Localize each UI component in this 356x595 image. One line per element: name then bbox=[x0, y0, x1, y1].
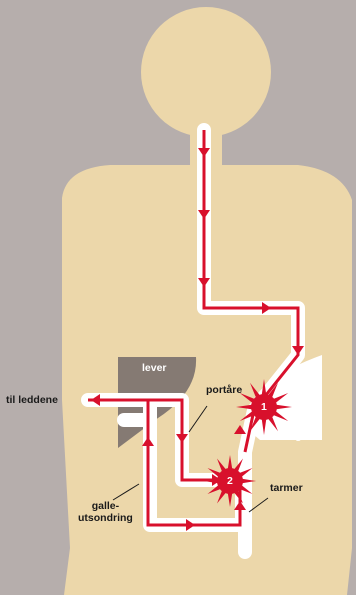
portal-vein-label: portåre bbox=[206, 384, 242, 396]
liver-label: lever bbox=[142, 362, 167, 374]
marker-1-number: 1 bbox=[261, 401, 267, 413]
bile-secretion-label: galle- utsondring bbox=[78, 500, 133, 524]
intestines-label: tarmer bbox=[270, 482, 303, 494]
bile-label-line2: utsondring bbox=[78, 512, 133, 524]
bile-label-line1: galle- bbox=[78, 500, 133, 512]
stomach-label: mage bbox=[280, 430, 307, 442]
head bbox=[141, 7, 271, 137]
to-joints-label: til leddene bbox=[6, 394, 58, 406]
marker-2-number: 2 bbox=[227, 475, 233, 487]
